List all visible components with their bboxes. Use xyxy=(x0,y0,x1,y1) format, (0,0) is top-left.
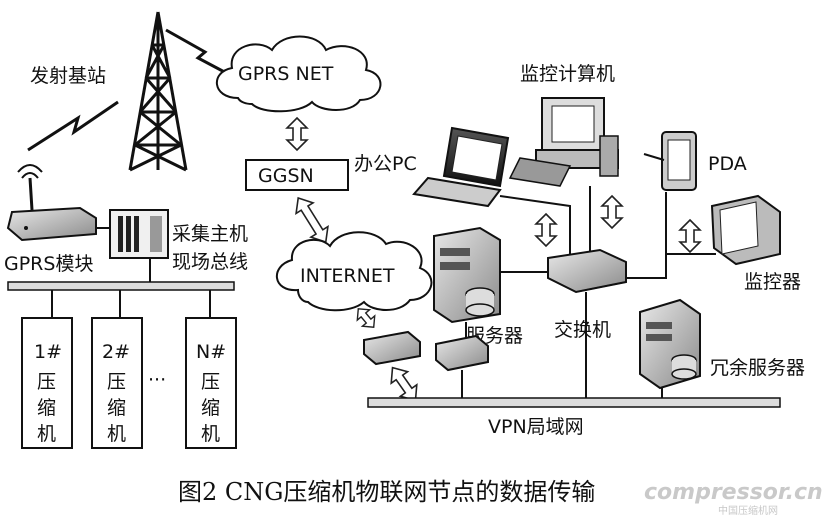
lightning-icon xyxy=(165,28,233,78)
acquisition-host-icon xyxy=(109,209,169,259)
switch-label: 交换机 xyxy=(554,319,611,341)
vpn-bus xyxy=(367,397,781,408)
vpn-lan-label: VPN局域网 xyxy=(488,416,584,438)
compressor-text: 机 xyxy=(201,423,220,445)
monitor-device-icon xyxy=(710,194,781,266)
double-arrow-icon xyxy=(286,117,308,151)
vpn-router-icon xyxy=(435,334,489,372)
office-pc-label: 办公PC xyxy=(354,153,417,175)
compressor-text: 缩 xyxy=(37,397,56,419)
compressor-text: 缩 xyxy=(201,397,220,419)
double-arrow-icon xyxy=(679,219,701,253)
monitor-computer-label: 监控计算机 xyxy=(520,63,615,85)
pda-label: PDA xyxy=(708,153,747,175)
switch-icon xyxy=(547,248,627,294)
lightning-icon xyxy=(27,100,119,152)
compressor-1-number: 1# xyxy=(34,341,62,363)
compressor-2: 2# 压 缩 机 xyxy=(91,317,143,449)
monitoring-computer-icon xyxy=(508,97,619,187)
gprs-net-cloud xyxy=(215,35,382,113)
internet-cloud xyxy=(275,231,433,312)
gprs-module-icon xyxy=(6,164,97,242)
ellipsis: ··· xyxy=(148,369,166,391)
internet-label: INTERNET xyxy=(300,265,395,287)
watermark-sub: 中国压缩机网 xyxy=(718,504,778,517)
host-label-line2: 现场总线 xyxy=(172,251,248,273)
compressor-text: 缩 xyxy=(107,397,126,419)
watermark-logo: compressor.cn xyxy=(644,480,823,505)
vpn-router-icon xyxy=(363,330,421,366)
field-bus xyxy=(7,281,235,291)
compressor-text: 压 xyxy=(107,371,126,393)
compressor-2-number: 2# xyxy=(102,341,130,363)
compressor-text: 机 xyxy=(37,423,56,445)
ggsn-label: GGSN xyxy=(258,165,314,187)
compressor-1: 1# 压 缩 机 xyxy=(21,317,73,449)
double-arrow-icon xyxy=(356,308,376,328)
compressor-n: N# 压 缩 机 xyxy=(185,317,237,449)
compressor-text: 压 xyxy=(201,371,220,393)
host-label-line1: 采集主机 xyxy=(172,223,248,245)
monitor-device-label: 监控器 xyxy=(744,271,801,293)
gprs-net-label: GPRS NET xyxy=(238,63,334,85)
laptop-icon xyxy=(412,126,510,208)
compressor-text: 机 xyxy=(107,423,126,445)
double-arrow-icon xyxy=(601,195,623,229)
double-arrow-icon xyxy=(535,213,557,247)
compressor-text: 压 xyxy=(37,371,56,393)
redundant-server-icon xyxy=(639,298,701,390)
gprs-module-label: GPRS模块 xyxy=(4,253,93,275)
server-icon xyxy=(433,226,501,324)
base-station-label: 发射基站 xyxy=(30,65,106,87)
transmission-tower xyxy=(128,11,188,172)
pda-icon xyxy=(643,131,697,191)
figure-caption: 图2 CNG压缩机物联网节点的数据传输 xyxy=(178,478,595,506)
compressor-n-number: N# xyxy=(196,341,226,363)
ggsn-box xyxy=(245,159,349,191)
redundant-server-label: 冗余服务器 xyxy=(710,357,805,379)
